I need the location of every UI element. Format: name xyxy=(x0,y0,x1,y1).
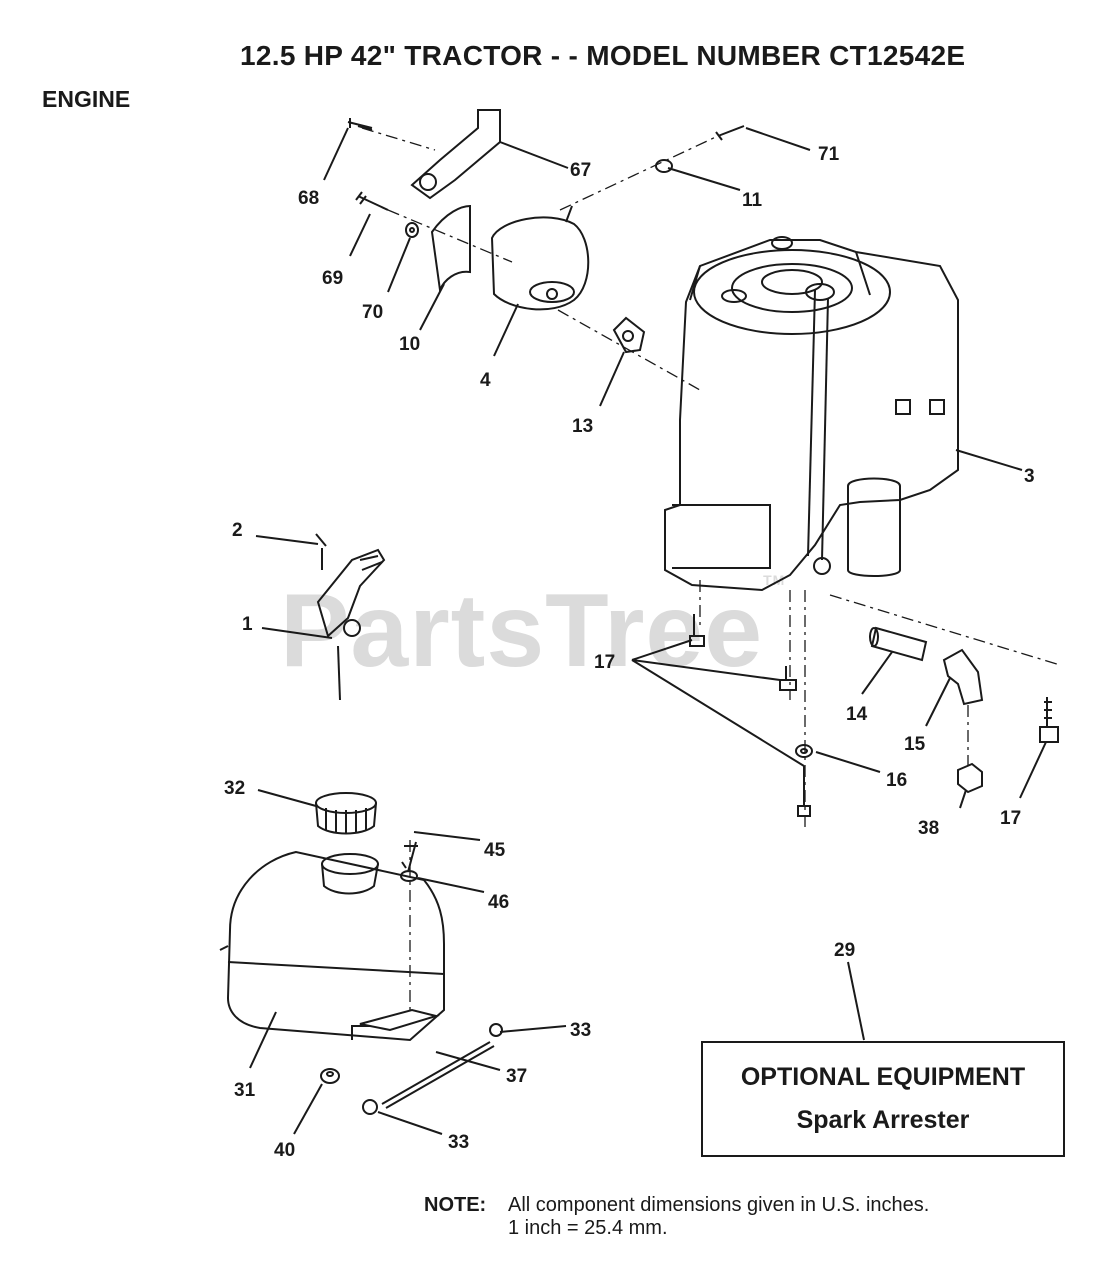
bolt-17-right xyxy=(1039,697,1059,743)
callout-38: 38 xyxy=(918,818,939,839)
callout-37: 37 xyxy=(506,1066,527,1087)
callout-numbers: 68 69 70 10 4 13 67 11 71 3 2 1 17 14 15… xyxy=(224,144,1035,1161)
callout-67: 67 xyxy=(570,160,591,181)
callout-16: 16 xyxy=(886,770,907,791)
stud-71 xyxy=(715,125,745,141)
callout-17-right: 17 xyxy=(1000,808,1021,829)
callout-31: 31 xyxy=(234,1080,256,1101)
section-heading: ENGINE xyxy=(42,86,131,112)
callout-4: 4 xyxy=(480,370,491,391)
bracket-67 xyxy=(410,109,501,200)
bolt-17-center xyxy=(779,666,797,691)
muffler-guard-10 xyxy=(430,204,471,294)
leader-lines xyxy=(249,127,1047,1135)
engine-3 xyxy=(664,236,959,592)
bolt-17-lower xyxy=(797,766,811,817)
callout-17-group: 17 xyxy=(594,652,615,673)
washer-46 xyxy=(400,870,418,882)
callout-3: 3 xyxy=(1024,466,1035,487)
callout-33-upper: 33 xyxy=(570,1020,591,1041)
washer-16 xyxy=(795,744,813,758)
note: NOTE: All component dimensions given in … xyxy=(424,1194,929,1240)
note-text: All component dimensions given in U.S. i… xyxy=(508,1194,929,1240)
optional-equipment-box: OPTIONAL EQUIPMENT Spark Arrester xyxy=(701,1041,1065,1157)
note-line-1: All component dimensions given in U.S. i… xyxy=(508,1194,930,1216)
callout-71: 71 xyxy=(818,144,840,165)
screw-2 xyxy=(315,533,327,570)
callout-11: 11 xyxy=(742,190,763,211)
callout-10: 10 xyxy=(399,334,420,355)
optional-equipment-item: Spark Arrester xyxy=(796,1106,970,1134)
callout-45: 45 xyxy=(484,840,506,861)
fuel-tank-31 xyxy=(219,850,445,1042)
page-title: 12.5 HP 42" TRACTOR - - MODEL NUMBER CT1… xyxy=(240,40,966,71)
callout-2: 2 xyxy=(232,520,243,541)
nut-38 xyxy=(957,762,983,794)
elbow-15 xyxy=(942,648,984,706)
fuel-line-37 xyxy=(381,1041,495,1109)
callout-69: 69 xyxy=(322,268,343,289)
washer-70 xyxy=(405,222,419,238)
callout-1: 1 xyxy=(242,614,253,635)
callout-29: 29 xyxy=(834,940,855,961)
optional-equipment-title: OPTIONAL EQUIPMENT xyxy=(740,1063,1026,1091)
bolt-68 xyxy=(347,118,373,131)
callout-68: 68 xyxy=(298,188,319,209)
note-label: NOTE: xyxy=(424,1194,487,1216)
pipe-nipple-14 xyxy=(869,626,928,662)
clamp-33-upper xyxy=(489,1023,503,1037)
callout-13: 13 xyxy=(572,416,593,437)
clamp-33-lower xyxy=(362,1099,378,1115)
muffler-4 xyxy=(490,205,590,311)
callout-46: 46 xyxy=(488,892,509,913)
ring-11 xyxy=(655,159,673,173)
throttle-control-1 xyxy=(316,548,386,701)
callout-14: 14 xyxy=(846,704,868,725)
fuel-cap-32 xyxy=(315,792,377,835)
callout-70: 70 xyxy=(362,302,383,323)
gasket-13 xyxy=(612,316,646,354)
watermark-tm: TM xyxy=(763,572,786,588)
note-line-2: 1 inch = 25.4 mm. xyxy=(508,1217,668,1239)
bolt-17-left xyxy=(689,614,705,647)
callout-15: 15 xyxy=(904,734,926,755)
screw-69 xyxy=(355,191,389,211)
callout-32: 32 xyxy=(224,778,245,799)
callout-40: 40 xyxy=(274,1140,295,1161)
screw-45 xyxy=(401,841,418,873)
alignment-lines xyxy=(361,127,1061,1010)
callout-33-lower: 33 xyxy=(448,1132,469,1153)
grommet-40 xyxy=(320,1068,340,1084)
